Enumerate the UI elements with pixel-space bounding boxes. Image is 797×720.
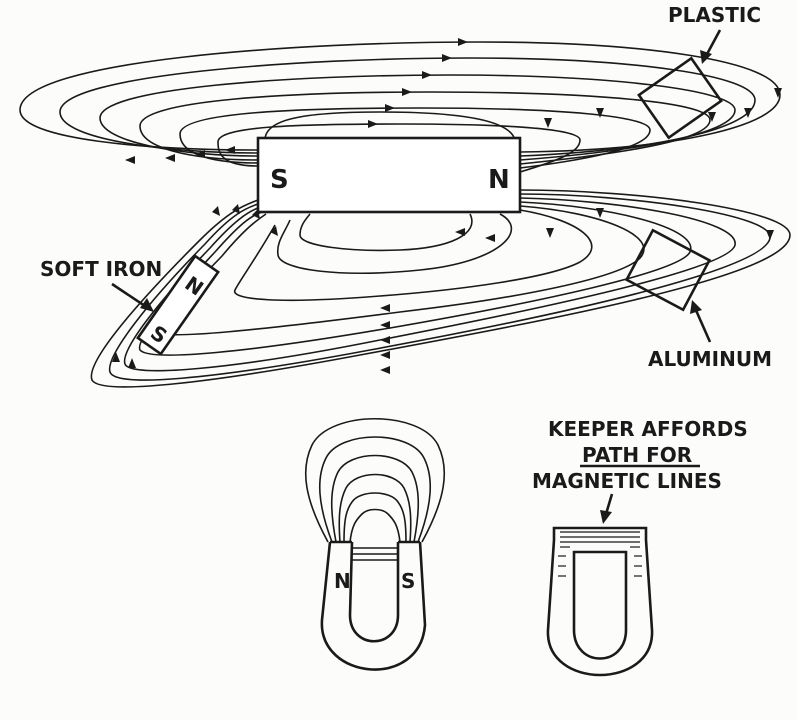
soft-iron-pointer [111, 282, 149, 310]
arrow-mark [225, 146, 235, 154]
bar-magnet-body [256, 136, 522, 214]
plastic-pointer-head [700, 50, 712, 64]
arrow-mark [380, 366, 390, 374]
arrow-mark [766, 230, 774, 240]
arrow-mark [232, 204, 240, 214]
horseshoe-field-5 [343, 492, 407, 543]
horseshoe-north-label: N [334, 569, 351, 593]
horseshoe-field-3 [330, 454, 420, 543]
arrow-mark [165, 154, 175, 162]
arrow-mark [708, 112, 716, 122]
horseshoe-outer [320, 541, 427, 671]
arrow-mark [385, 104, 395, 112]
field-line-upper-6 [217, 123, 581, 173]
keeper-magnet: KEEPER AFFORDS PATH FOR MAGNETIC LINES [532, 417, 748, 677]
aluminum-pointer-head [690, 300, 702, 314]
arrow-mark [485, 234, 495, 242]
aluminum-body [624, 228, 712, 312]
arrow-mark [125, 156, 135, 164]
field-line-lower-6 [234, 209, 593, 302]
keeper-outer [546, 526, 654, 677]
upper-field-lines [19, 41, 781, 173]
keeper-pointer [604, 493, 614, 515]
soft-iron-label: SOFT IRON [40, 257, 162, 281]
arrow-mark [774, 88, 782, 98]
arrow-mark [455, 228, 465, 236]
keeper-caption-line2: PATH FOR [582, 443, 692, 467]
arrow-mark [596, 208, 604, 218]
field-line-lower-2 [108, 193, 771, 381]
horseshoe-field-1 [304, 418, 446, 543]
bar-magnet-north-label: N [488, 165, 510, 195]
arrow-mark [380, 304, 390, 312]
soft-iron-pointer-head [140, 298, 154, 312]
field-arrows [112, 38, 782, 374]
field-line-upper-4 [139, 91, 711, 165]
keeper-hatching [558, 531, 642, 577]
plastic-block: PLASTIC [637, 3, 761, 140]
field-line-upper-7 [264, 111, 516, 141]
bar-magnet-south-label: S [270, 165, 289, 195]
arrow-mark [212, 206, 220, 216]
arrow-mark [380, 336, 390, 344]
field-line-lower-7 [276, 213, 513, 274]
arrow-mark [128, 358, 136, 368]
soft-iron-body [136, 254, 220, 356]
arrow-mark [544, 118, 552, 128]
keeper-caption-line1: KEEPER AFFORDS [548, 417, 748, 441]
plastic-label: PLASTIC [668, 3, 761, 27]
arrow-mark [195, 150, 205, 158]
aluminum-block: ALUMINUM [624, 228, 772, 371]
keeper-pointer-head [600, 510, 612, 524]
horseshoe-south-label: S [401, 569, 415, 593]
plastic-pointer [704, 29, 722, 57]
bar-magnet: S N [256, 136, 522, 214]
keeper-caption-line3: MAGNETIC LINES [532, 469, 722, 493]
arrow-mark [380, 321, 390, 329]
field-line-lower-1 [90, 189, 791, 388]
horseshoe-field-2 [318, 436, 432, 543]
aluminum-label: ALUMINUM [648, 347, 772, 371]
arrow-mark [442, 54, 452, 62]
arrow-mark [458, 38, 468, 46]
arrow-mark [112, 352, 120, 362]
horseshoe-field-6 [349, 508, 401, 543]
keeper-inner [572, 550, 628, 660]
soft-iron-bar: S N SOFT IRON [40, 254, 220, 356]
arrow-mark [422, 71, 432, 79]
plastic-body [637, 56, 723, 140]
horseshoe-magnet: N S [304, 418, 446, 671]
aluminum-pointer [693, 307, 712, 343]
arrow-mark [380, 351, 390, 359]
arrow-mark [270, 226, 278, 236]
field-line-upper-2 [59, 57, 756, 157]
arrow-mark [546, 228, 554, 238]
field-line-upper-3 [99, 74, 736, 161]
field-line-lower-8 [299, 213, 473, 252]
field-line-upper-5 [179, 107, 651, 169]
arrow-mark [402, 88, 412, 96]
arrow-mark [368, 120, 378, 128]
horseshoe-field-4 [338, 473, 412, 543]
arrow-mark [744, 108, 752, 118]
arrow-mark [596, 108, 604, 118]
horseshoe-inner [348, 541, 400, 643]
